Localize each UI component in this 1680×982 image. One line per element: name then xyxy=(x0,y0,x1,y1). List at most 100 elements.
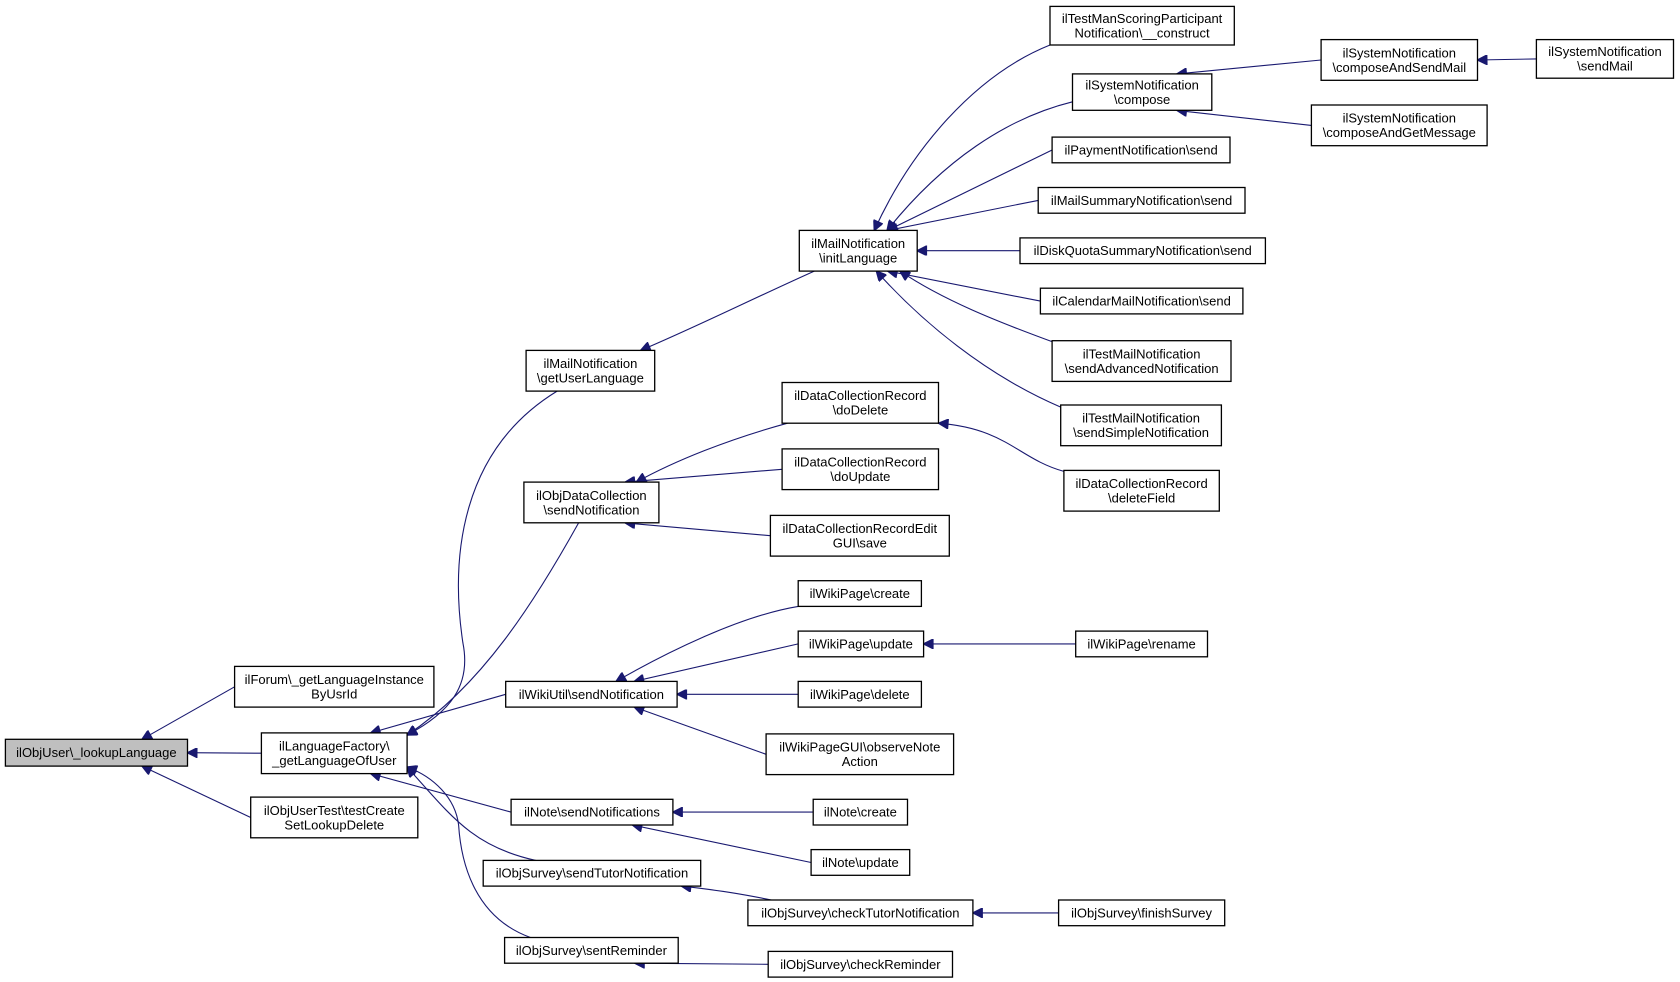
edge-surveychecktutor-to-surveytutor xyxy=(681,886,772,901)
node-syscompose[interactable]: ilSystemNotification\compose xyxy=(1071,73,1213,111)
node-box[interactable] xyxy=(781,381,940,424)
node-mailinit[interactable]: ilMailNotification\initLanguage xyxy=(798,229,918,272)
edge-dcrecdelfield-to-dcrecdelete xyxy=(939,423,1065,472)
node-label: GUI\save xyxy=(833,536,887,551)
node-box[interactable] xyxy=(505,680,678,708)
node-wikidelete[interactable]: ilWikiPage\delete xyxy=(797,680,923,708)
node-label: ilTestManScoringParticipant xyxy=(1062,11,1223,26)
node-box[interactable] xyxy=(810,848,911,876)
node-label: \doUpdate xyxy=(830,469,890,484)
node-notecreate[interactable]: ilNote\create xyxy=(812,798,909,826)
node-box[interactable] xyxy=(798,229,918,272)
node-box[interactable] xyxy=(250,796,419,839)
node-syscomposeget[interactable]: ilSystemNotification\composeAndGetMessag… xyxy=(1310,104,1488,147)
node-label: \compose xyxy=(1114,92,1170,107)
node-label: ilDataCollectionRecord xyxy=(794,388,926,403)
node-box[interactable] xyxy=(503,936,679,964)
edge-syscompose-to-mailinit xyxy=(887,101,1073,231)
edge-dcrecupdate-to-dcsend xyxy=(625,468,783,482)
node-label: ByUsrId xyxy=(311,687,357,702)
node-mailsummary[interactable]: ilMailSummaryNotification\send xyxy=(1037,186,1246,214)
node-box[interactable] xyxy=(781,448,940,491)
edge-dcrecdelete-to-dcsend xyxy=(636,422,788,482)
node-label: ilSystemNotification xyxy=(1343,45,1456,60)
edge-syssendmail-to-syscomposesend xyxy=(1478,59,1537,60)
edge-calendarmail-to-mailinit xyxy=(888,271,1041,302)
node-box[interactable] xyxy=(1039,287,1244,315)
node-box[interactable] xyxy=(1057,899,1226,927)
node-dcrecdelfield[interactable]: ilDataCollectionRecord\deleteField xyxy=(1063,469,1220,512)
edge-wikiupdate-to-wikisend xyxy=(634,643,799,682)
edge-wikiobserve-to-wikisend xyxy=(634,707,767,755)
node-dcrecdelete[interactable]: ilDataCollectionRecord\doDelete xyxy=(781,381,940,424)
node-noteupdate[interactable]: ilNote\update xyxy=(810,848,911,876)
node-wikicreate[interactable]: ilWikiPage\create xyxy=(797,580,923,608)
node-box[interactable] xyxy=(482,859,702,887)
node-testmanscoring[interactable]: ilTestManScoringParticipantNotification\… xyxy=(1049,5,1235,46)
node-diskquota[interactable]: ilDiskQuotaSummaryNotification\send xyxy=(1019,237,1267,265)
node-label: ilCalendarMailNotification\send xyxy=(1052,294,1230,309)
node-surveyreminder[interactable]: ilObjSurvey\sentReminder xyxy=(503,936,679,964)
node-langfactory[interactable]: ilLanguageFactory\_getLanguageOfUser xyxy=(260,732,408,775)
node-box[interactable] xyxy=(1320,38,1479,81)
node-label: \sendAdvancedNotification xyxy=(1065,361,1219,376)
node-surveychecktutor[interactable]: ilObjSurvey\checkTutorNotification xyxy=(747,899,974,927)
node-testmailadv[interactable]: ilTestMailNotification\sendAdvancedNotif… xyxy=(1051,340,1232,383)
node-label: ilObjUserTest\testCreate xyxy=(264,803,405,818)
node-box[interactable] xyxy=(1535,38,1675,79)
node-label: ilNote\sendNotifications xyxy=(524,805,660,820)
node-label: \initLanguage xyxy=(819,251,897,266)
node-surveycheckrem[interactable]: ilObjSurvey\checkReminder xyxy=(767,950,954,978)
node-box[interactable] xyxy=(1310,104,1488,147)
node-box[interactable] xyxy=(4,738,189,767)
node-box[interactable] xyxy=(1063,469,1220,512)
node-box[interactable] xyxy=(1060,404,1223,447)
node-box[interactable] xyxy=(797,580,923,608)
node-box[interactable] xyxy=(233,665,435,708)
node-box[interactable] xyxy=(1037,186,1246,214)
node-box[interactable] xyxy=(812,798,909,826)
node-box[interactable] xyxy=(1051,340,1232,383)
edge-paymentsend-to-mailinit xyxy=(888,149,1053,230)
node-box[interactable] xyxy=(797,680,923,708)
node-label: ilNote\create xyxy=(824,805,897,820)
node-label: \deleteField xyxy=(1108,491,1175,506)
node-box[interactable] xyxy=(525,349,656,392)
node-root[interactable]: ilObjUser\_lookupLanguage xyxy=(4,738,189,767)
node-box[interactable] xyxy=(1019,237,1267,265)
node-surveytutor[interactable]: ilObjSurvey\sendTutorNotification xyxy=(482,859,702,887)
node-mailgetuser[interactable]: ilMailNotification\getUserLanguage xyxy=(525,349,656,392)
node-box[interactable] xyxy=(510,798,674,826)
node-box[interactable] xyxy=(523,481,660,524)
node-wikiupdate[interactable]: ilWikiPage\update xyxy=(797,630,925,658)
node-testmailsimple[interactable]: ilTestMailNotification\sendSimpleNotific… xyxy=(1060,404,1223,447)
node-box[interactable] xyxy=(767,950,954,978)
node-box[interactable] xyxy=(260,732,408,775)
node-label: ilNote\update xyxy=(822,855,899,870)
node-box[interactable] xyxy=(747,899,974,927)
node-label: ilSystemNotification xyxy=(1085,77,1198,92)
node-wikirename[interactable]: ilWikiPage\rename xyxy=(1075,630,1209,658)
node-box[interactable] xyxy=(1049,5,1235,46)
node-syscomposesend[interactable]: ilSystemNotification\composeAndSendMail xyxy=(1320,38,1479,81)
node-box[interactable] xyxy=(797,630,925,658)
node-syssendmail[interactable]: ilSystemNotification\sendMail xyxy=(1535,38,1675,79)
node-notesend[interactable]: ilNote\sendNotifications xyxy=(510,798,674,826)
edge-dcrecsave-to-dcsend xyxy=(625,523,771,537)
node-box[interactable] xyxy=(765,733,955,776)
node-paymentsend[interactable]: ilPaymentNotification\send xyxy=(1051,136,1231,164)
node-box[interactable] xyxy=(769,514,950,557)
node-box[interactable] xyxy=(1051,136,1231,164)
node-box[interactable] xyxy=(1071,73,1213,111)
node-wikisend[interactable]: ilWikiUtil\sendNotification xyxy=(505,680,678,708)
node-dcrecupdate[interactable]: ilDataCollectionRecord\doUpdate xyxy=(781,448,940,491)
node-surveyfinish[interactable]: ilObjSurvey\finishSurvey xyxy=(1057,899,1226,927)
edge-testmailadv-to-mailinit xyxy=(900,271,1056,344)
node-dcsend[interactable]: ilObjDataCollection\sendNotification xyxy=(523,481,660,524)
node-calendarmail[interactable]: ilCalendarMailNotification\send xyxy=(1039,287,1244,315)
node-box[interactable] xyxy=(1075,630,1209,658)
